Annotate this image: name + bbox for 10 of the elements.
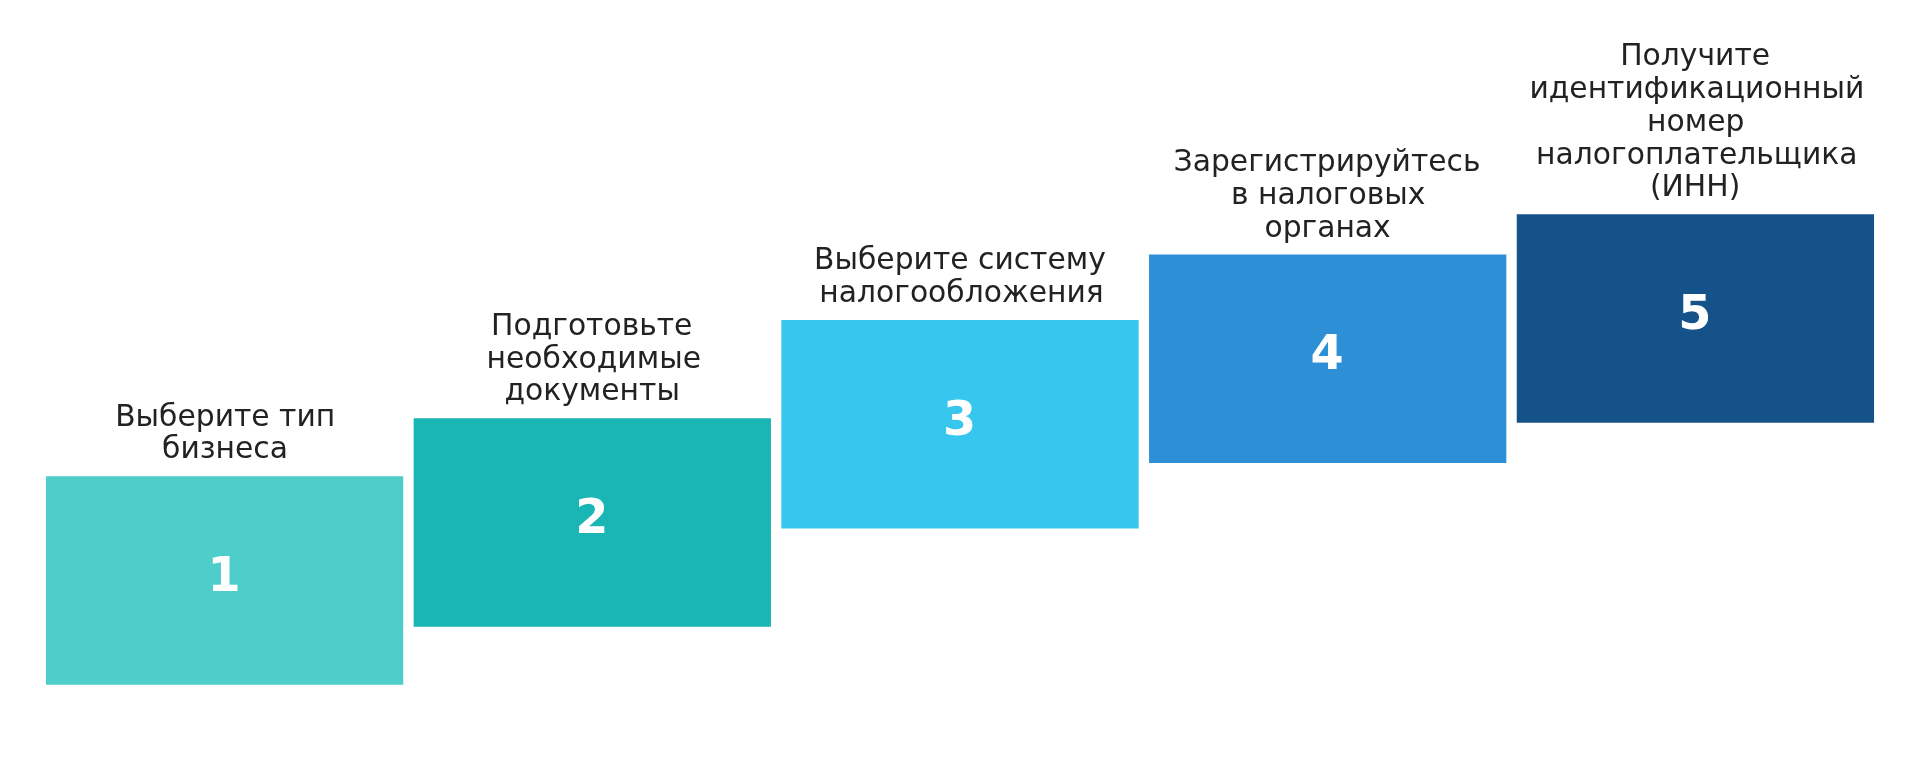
node-label: Получите идентификационный номер налогоплательщика (ИНН) <box>1529 37 1865 204</box>
node-label: Выберите систему налогообложения <box>814 241 1106 310</box>
node-label: Выберите тип бизнеса <box>115 397 336 466</box>
node-label: Зарегистрируйтесь в налоговых органах <box>1173 143 1481 244</box>
node-label: Подготовьте необходимые документы <box>486 306 701 408</box>
node-box: 3 <box>781 320 1139 529</box>
node-box: 1 <box>45 476 404 685</box>
node-box: 2 <box>413 418 771 627</box>
node-box: 5 <box>1516 214 1875 423</box>
node-box: 4 <box>1149 254 1507 463</box>
